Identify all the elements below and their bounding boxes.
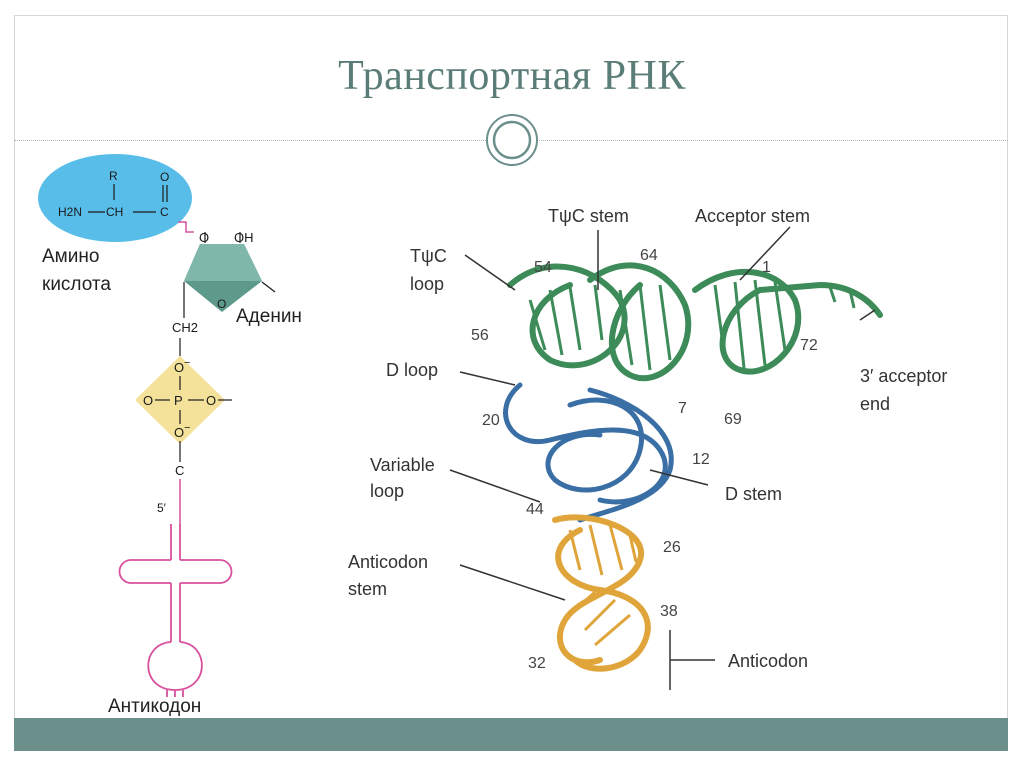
ribose-o: O bbox=[199, 230, 209, 245]
divider-ornament bbox=[486, 114, 538, 166]
amino-o: O bbox=[160, 170, 169, 184]
anticodon-loop bbox=[147, 641, 203, 691]
ribose-oh: OH bbox=[234, 230, 254, 245]
amino-acid-label-2: кислота bbox=[42, 274, 111, 295]
green-rungs bbox=[528, 279, 856, 371]
phosphate-p: P bbox=[174, 393, 183, 408]
num-72: 72 bbox=[800, 337, 818, 354]
blue-strand-3 bbox=[577, 387, 674, 523]
adenine-label: Аденин bbox=[236, 306, 302, 327]
label-anticodon-stem-1: Anticodon bbox=[348, 552, 428, 572]
num-56: 56 bbox=[471, 327, 489, 344]
right-arm bbox=[180, 559, 220, 584]
label-variable-loop-1: Variable bbox=[370, 455, 435, 475]
num-38: 38 bbox=[660, 603, 678, 620]
left-arm bbox=[131, 559, 171, 584]
acceptor-arm bbox=[170, 524, 181, 560]
trna-3d-structure: TψC stem Acceptor stem TψC loop D loop V… bbox=[348, 206, 947, 690]
helix-strand-2 bbox=[587, 262, 692, 382]
label-acceptor-end-2: end bbox=[860, 394, 890, 414]
slide-title: Транспортная РНК bbox=[338, 53, 686, 99]
phosphate-o-bottom: O bbox=[174, 425, 184, 440]
right-loop bbox=[219, 559, 233, 584]
label-acceptor-end-1: 3′ acceptor bbox=[860, 366, 947, 386]
trna-schematic: R H2N CH C O Амино кислота O OH O Аденин… bbox=[38, 154, 302, 717]
num-32: 32 bbox=[528, 655, 546, 672]
amino-c: C bbox=[160, 205, 169, 219]
label-anticodon-stem-2: stem bbox=[348, 579, 387, 599]
label-variable-loop-2: loop bbox=[370, 481, 404, 501]
label-tpsic-stem: TψC stem bbox=[548, 206, 629, 226]
amino-acid-oval bbox=[38, 154, 192, 242]
orange-strand-1 bbox=[552, 514, 645, 666]
amino-r: R bbox=[109, 169, 118, 183]
label-d-loop: D loop bbox=[386, 360, 438, 380]
phosphate-o-right: O bbox=[206, 393, 216, 408]
num-20: 20 bbox=[482, 412, 500, 429]
adenine-bond bbox=[261, 281, 276, 293]
label-tpsic-loop-2: loop bbox=[410, 274, 444, 294]
leader-lines bbox=[449, 226, 876, 690]
label-anticodon: Anticodon bbox=[728, 651, 808, 671]
helix-strand-1 bbox=[507, 263, 628, 369]
phosphate-o-bottom-charge: − bbox=[184, 422, 190, 434]
num-26: 26 bbox=[663, 539, 681, 556]
blue-strand-2 bbox=[545, 397, 644, 493]
amino-acid-label-1: Амино bbox=[42, 246, 99, 267]
ester-link bbox=[178, 221, 194, 233]
orange-strand-2 bbox=[555, 527, 651, 672]
helix-strand-3 bbox=[692, 268, 883, 375]
num-7: 7 bbox=[678, 400, 687, 417]
label-d-stem: D stem bbox=[725, 484, 782, 504]
amino-h2n: H2N bbox=[58, 205, 82, 219]
orange-region bbox=[552, 514, 651, 672]
anticodon-bases bbox=[166, 690, 184, 697]
blue-region bbox=[503, 382, 674, 523]
ch2-label: CH2 bbox=[172, 320, 198, 335]
orange-rungs bbox=[568, 524, 638, 647]
five-prime-label: 5′ bbox=[157, 501, 167, 515]
c-label: C bbox=[175, 463, 184, 478]
ribose-ring-top bbox=[184, 244, 262, 281]
label-acceptor-stem: Acceptor stem bbox=[695, 206, 810, 226]
trna-cloverleaf bbox=[118, 524, 233, 697]
phosphate-o-top: O bbox=[174, 360, 184, 375]
label-tpsic-loop-1: TψC bbox=[410, 246, 447, 266]
left-loop bbox=[118, 559, 132, 584]
num-12: 12 bbox=[692, 451, 710, 468]
phosphate-o-left: O bbox=[143, 393, 153, 408]
green-helix bbox=[507, 262, 883, 382]
num-44: 44 bbox=[526, 501, 544, 518]
bottom-bar bbox=[14, 718, 1008, 751]
num-64: 64 bbox=[640, 247, 658, 264]
amino-ch: CH bbox=[106, 205, 123, 219]
num-1: 1 bbox=[762, 259, 771, 276]
ribose-ring-o: O bbox=[217, 297, 226, 311]
anticodon-label: Антикодон bbox=[108, 696, 201, 717]
num-69: 69 bbox=[724, 411, 742, 428]
phosphate-o-top-charge: − bbox=[184, 357, 190, 369]
num-54: 54 bbox=[534, 259, 552, 276]
anticodon-arm bbox=[170, 583, 181, 642]
phosphate-diamond bbox=[135, 356, 225, 444]
